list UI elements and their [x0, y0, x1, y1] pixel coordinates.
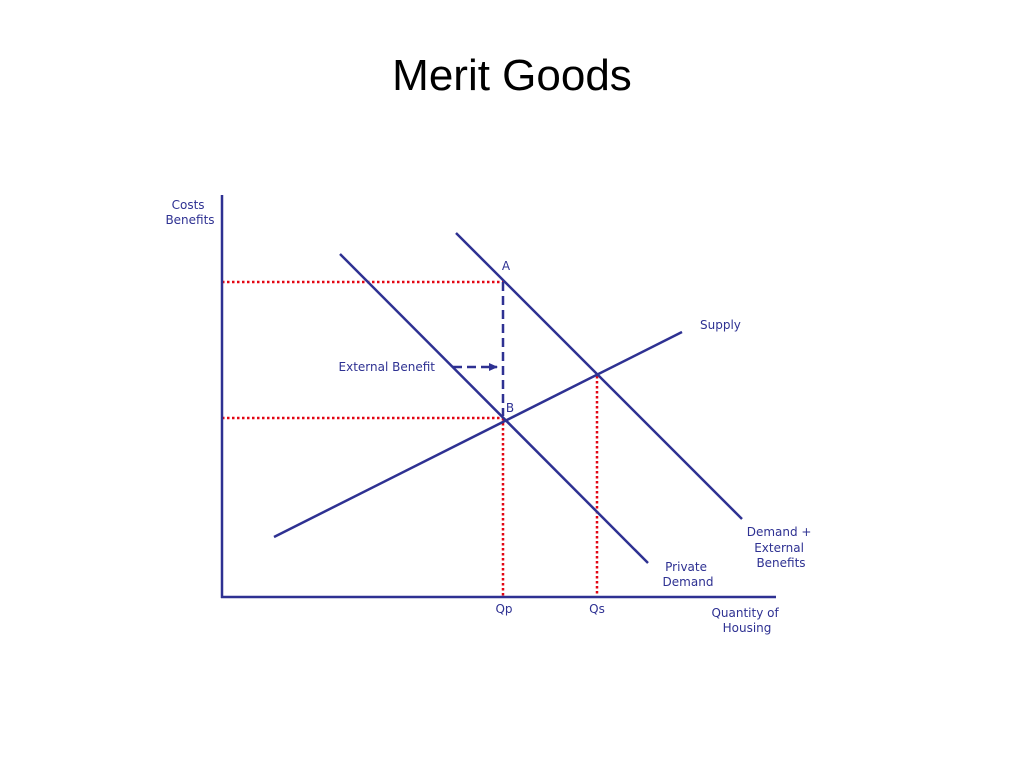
- y-axis-label: Costs Benefits: [165, 198, 214, 227]
- supply-label-line: Supply: [700, 318, 741, 332]
- private-demand-label: Private Demand: [663, 560, 714, 589]
- supply-label: Supply: [700, 318, 741, 332]
- x-axis-label-line: Housing: [723, 621, 772, 635]
- private-demand-label-line: Private: [665, 560, 707, 574]
- social-demand-curve: [455, 232, 743, 520]
- private-demand-curve: [339, 253, 649, 564]
- supply-curve: [273, 330, 683, 539]
- x-axis-label: Quantity of Housing: [711, 606, 782, 635]
- external-benefit-label: External Benefit: [339, 360, 436, 374]
- point-a-label: A: [502, 259, 511, 273]
- social-demand-label-line: Demand +: [747, 525, 812, 539]
- social-demand-label-line: Benefits: [756, 556, 805, 570]
- y-axis-label-line: Costs: [172, 198, 205, 212]
- qs-label: Qs: [589, 602, 605, 616]
- social-demand-label: Demand + External Benefits: [747, 525, 816, 570]
- y-axis-label-line: Benefits: [165, 213, 214, 227]
- qp-label: Qp: [495, 602, 512, 616]
- social-demand-label-line: External: [754, 541, 804, 555]
- private-demand-label-line: Demand: [663, 575, 714, 589]
- page-title: Merit Goods: [392, 51, 632, 100]
- point-b-label: B: [506, 401, 514, 415]
- x-axis-label-line: Quantity of: [711, 606, 779, 620]
